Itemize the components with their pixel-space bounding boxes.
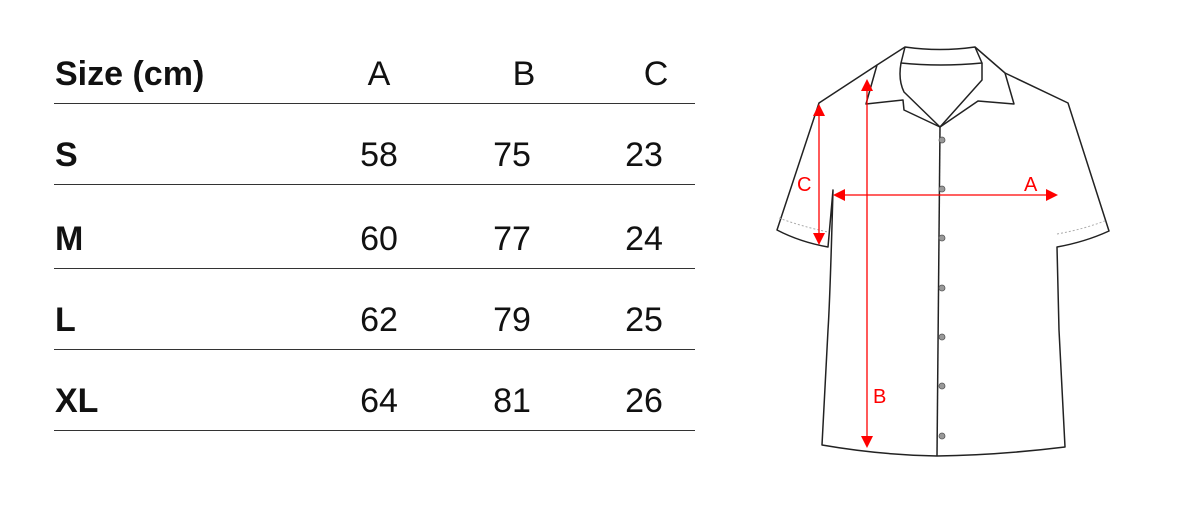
- size-label: M: [55, 220, 84, 258]
- value-a: 62: [360, 301, 398, 339]
- value-c: 26: [625, 382, 663, 420]
- value-a: 58: [360, 136, 398, 174]
- size-label: L: [55, 301, 76, 339]
- shirt-outline: [776, 46, 1110, 457]
- size-label: S: [55, 136, 78, 174]
- table-row: L 62 79 25: [54, 269, 695, 350]
- label-c: C: [797, 174, 811, 196]
- value-b: 79: [493, 301, 531, 339]
- value-a: 60: [360, 220, 398, 258]
- label-b: B: [873, 386, 886, 408]
- measure-arrows: [813, 79, 1058, 448]
- value-c: 23: [625, 136, 663, 174]
- value-b: 75: [493, 136, 531, 174]
- table-row: S 58 75 23: [54, 104, 695, 185]
- header-b: B: [512, 55, 536, 93]
- value-b: 77: [493, 220, 531, 258]
- header-a: A: [367, 55, 391, 93]
- table-header: Size (cm) A B C: [54, 23, 695, 104]
- size-label: XL: [55, 382, 99, 420]
- button-icons: [938, 136, 946, 440]
- value-c: 24: [625, 220, 663, 258]
- header-c: C: [643, 55, 669, 93]
- header-size: Size (cm): [55, 55, 205, 93]
- table-row: M 60 77 24: [54, 188, 695, 269]
- value-b: 81: [493, 382, 531, 420]
- value-c: 25: [625, 301, 663, 339]
- value-a: 64: [360, 382, 398, 420]
- label-a: A: [1024, 174, 1038, 196]
- table-row: XL 64 81 26: [54, 350, 695, 431]
